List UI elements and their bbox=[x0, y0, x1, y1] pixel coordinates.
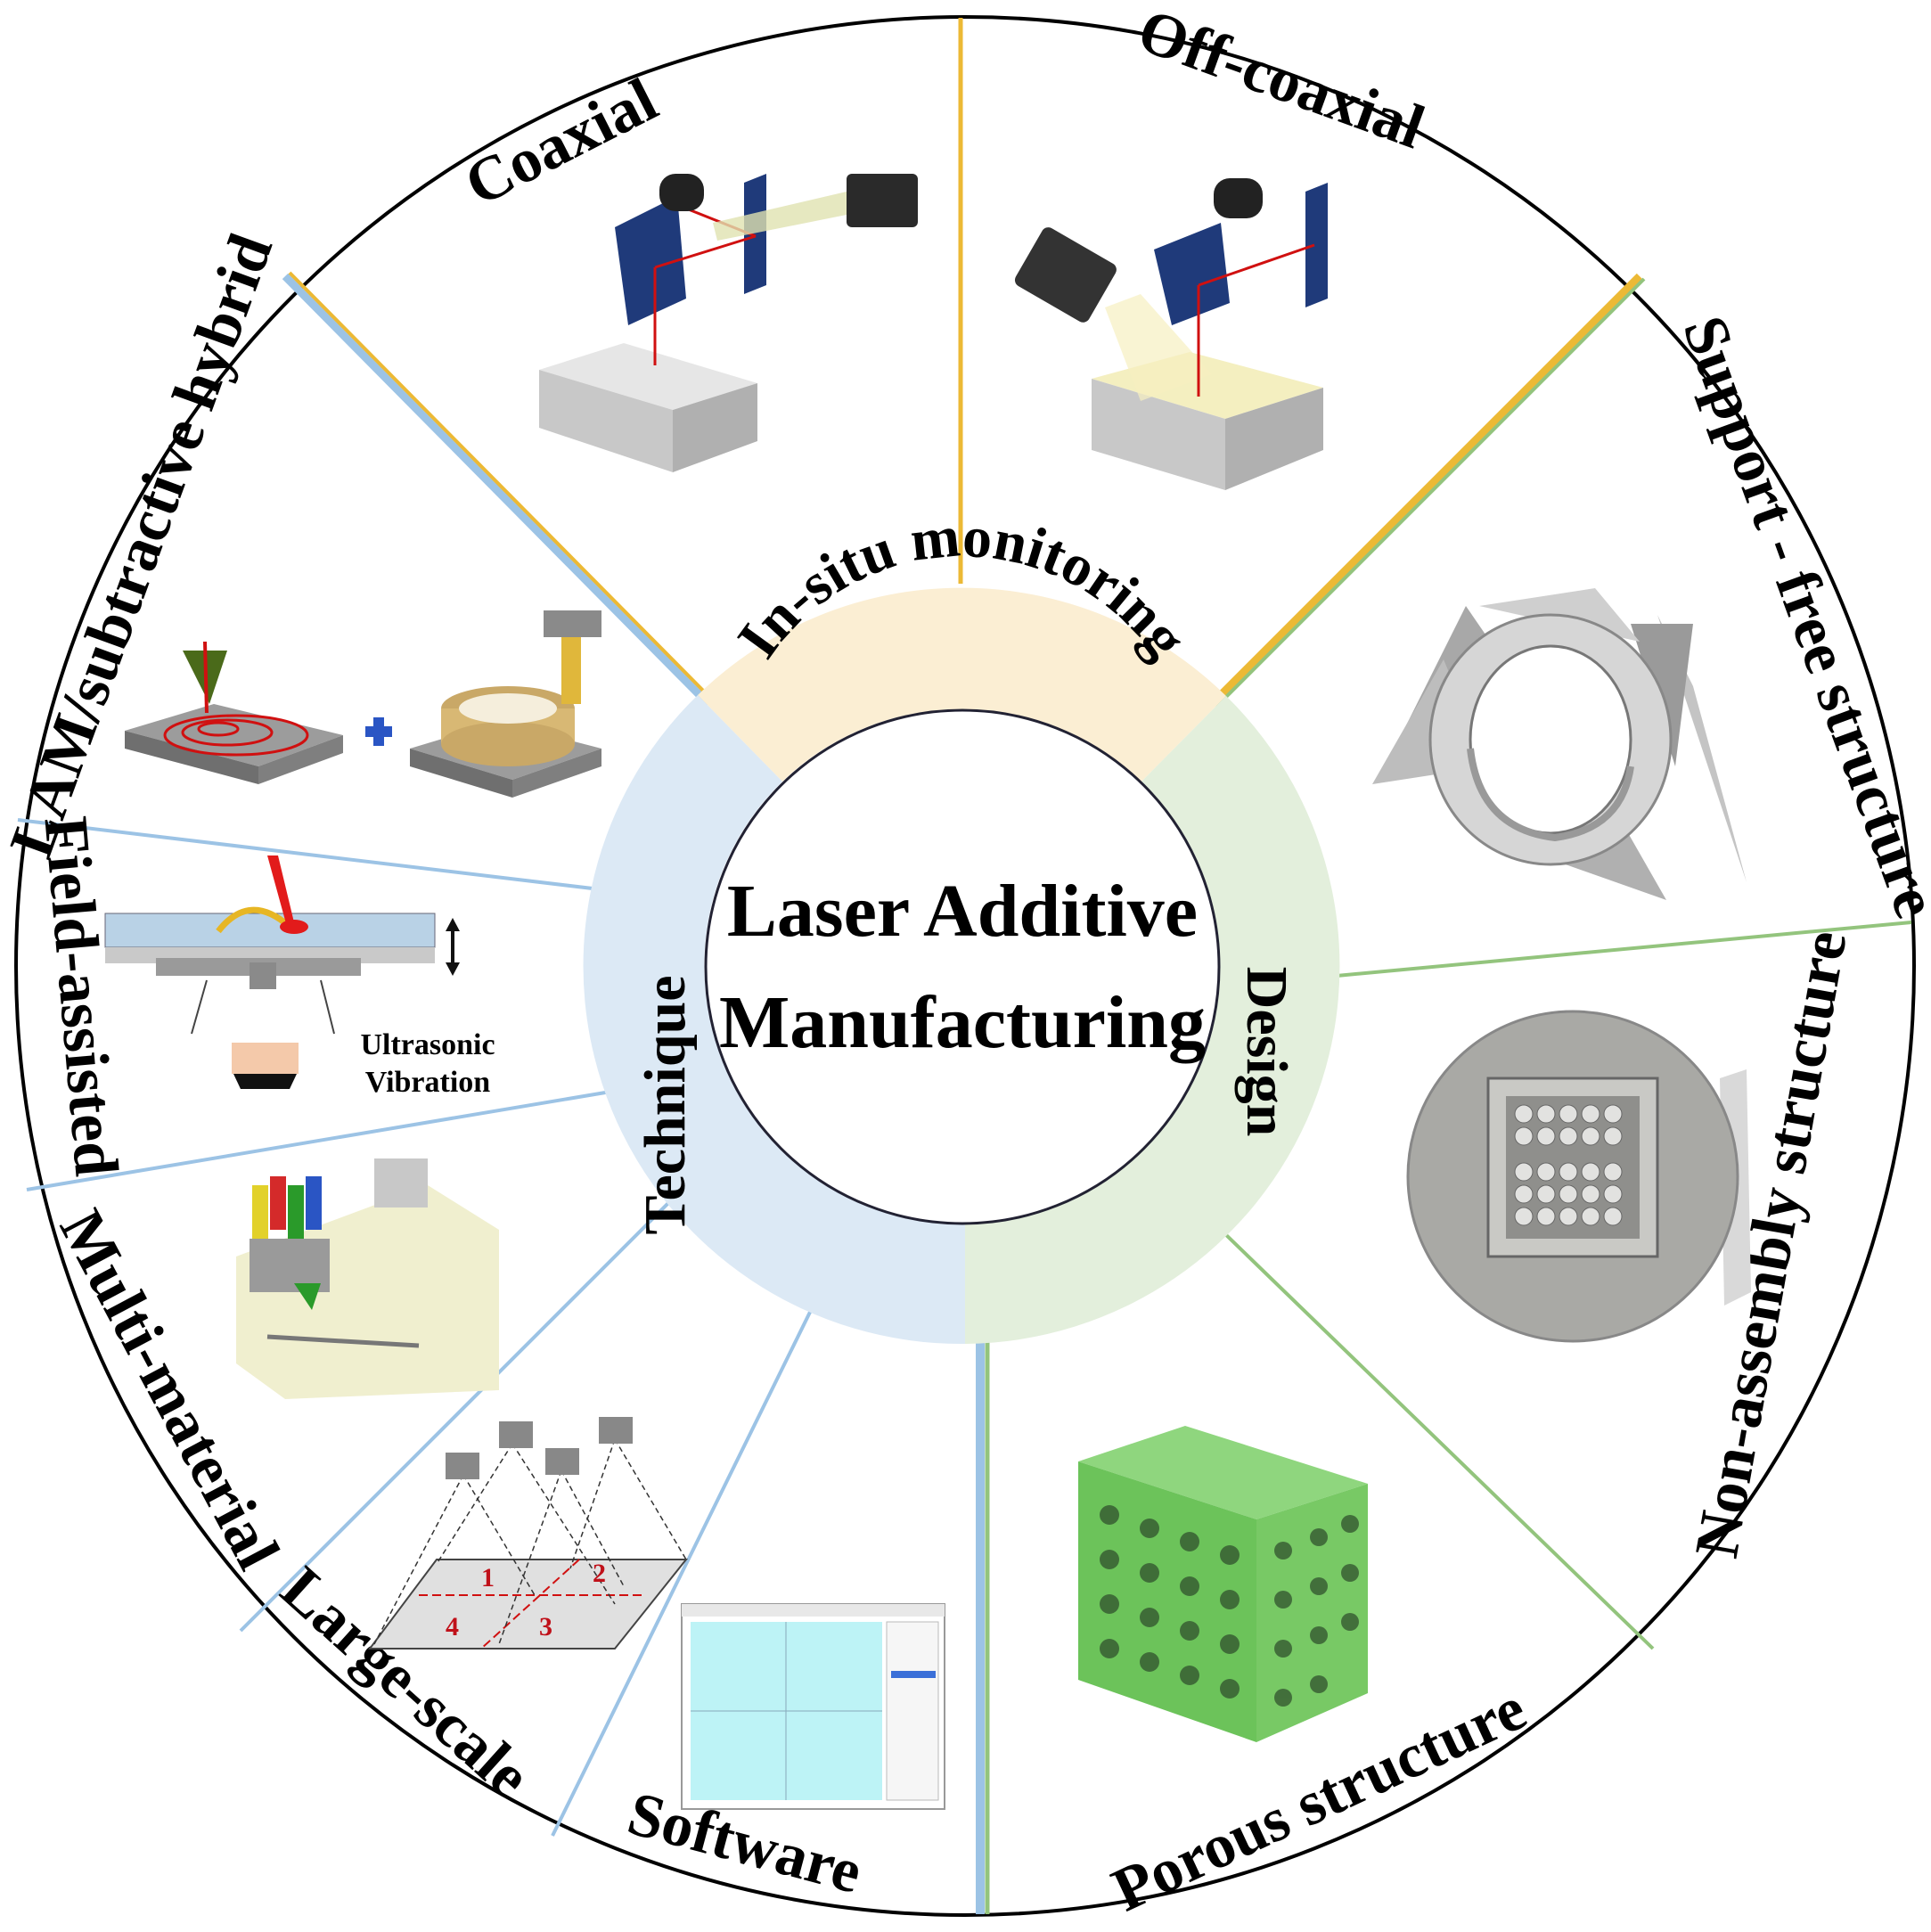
porous-illustration bbox=[1078, 1426, 1368, 1742]
large-scale-illustration: 1 2 3 4 bbox=[368, 1417, 689, 1650]
porous-holes bbox=[1100, 1505, 1359, 1707]
multi-material-illustration bbox=[236, 1158, 499, 1399]
design-segment bbox=[965, 696, 1340, 1344]
zone-3-label: 3 bbox=[539, 1612, 552, 1641]
non-assembly-illustration bbox=[1406, 1010, 1751, 1343]
inner-ring bbox=[583, 587, 1340, 1345]
center-circle bbox=[704, 708, 1221, 1225]
zone-4-label: 4 bbox=[446, 1612, 459, 1641]
center-title-line2: Manufacturing bbox=[719, 981, 1206, 1064]
design-label: Design bbox=[1234, 967, 1299, 1137]
in-situ-segment bbox=[698, 587, 1226, 782]
software-illustration bbox=[681, 1603, 945, 1810]
lam-hybrid-illustration bbox=[125, 610, 601, 798]
technique-label: Technique bbox=[633, 975, 698, 1234]
technique-segment bbox=[583, 695, 965, 1345]
ultrasonic-line2: Vibration bbox=[365, 1066, 491, 1099]
coaxial-illustration bbox=[539, 174, 918, 472]
zone-1-label: 1 bbox=[481, 1563, 495, 1592]
bead-grid bbox=[1514, 1104, 1623, 1226]
support-free-illustration bbox=[1372, 588, 1747, 900]
zone-2-label: 2 bbox=[593, 1559, 606, 1588]
center-title-line1: Laser Additive bbox=[727, 870, 1198, 953]
off-coaxial-illustration bbox=[1014, 178, 1328, 490]
field-assisted-illustration: Ultrasonic Vibration bbox=[104, 855, 495, 1099]
ultrasonic-line1: Ultrasonic bbox=[360, 1028, 495, 1061]
